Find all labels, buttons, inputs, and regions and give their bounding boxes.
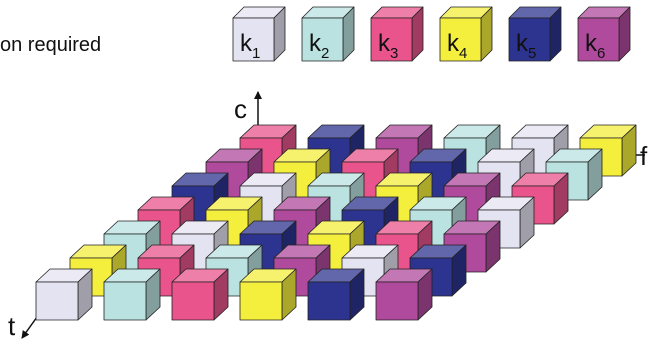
- axes: c f t: [8, 91, 648, 341]
- caption-text: on required: [0, 34, 102, 56]
- grid-cube-k2: [443, 124, 501, 177]
- f-axis-label: f: [640, 141, 648, 171]
- grid-cube-k3: [171, 268, 229, 321]
- legend-subscript: 2: [321, 45, 329, 62]
- legend-subscript: 1: [252, 45, 260, 62]
- grid-cube-k5: [307, 268, 365, 321]
- grid-cube-k2: [103, 268, 161, 321]
- legend-cube-k6: k6: [577, 6, 631, 62]
- grid-cube-k1: [477, 196, 535, 249]
- c-axis-label: c: [234, 94, 247, 124]
- legend-subscript: 6: [597, 45, 605, 62]
- legend-subscript: 4: [459, 45, 467, 62]
- grid-cube-k1: [35, 268, 93, 321]
- t-axis-label: t: [8, 311, 16, 341]
- legend-cube-k1: k1: [232, 6, 286, 62]
- legend: k1 k2 k3 k4 k5 k6: [232, 6, 631, 62]
- cube-grid: [35, 124, 637, 321]
- legend-cube-k4: k4: [439, 6, 493, 62]
- legend-cube-k3: k3: [370, 6, 424, 62]
- legend-subscript: 5: [528, 45, 536, 62]
- legend-subscript: 3: [390, 45, 398, 62]
- grid-cube-k6: [375, 268, 433, 321]
- legend-cube-k2: k2: [301, 6, 355, 62]
- legend-cube-k5: k5: [508, 6, 562, 62]
- grid-cube-k4: [239, 268, 297, 321]
